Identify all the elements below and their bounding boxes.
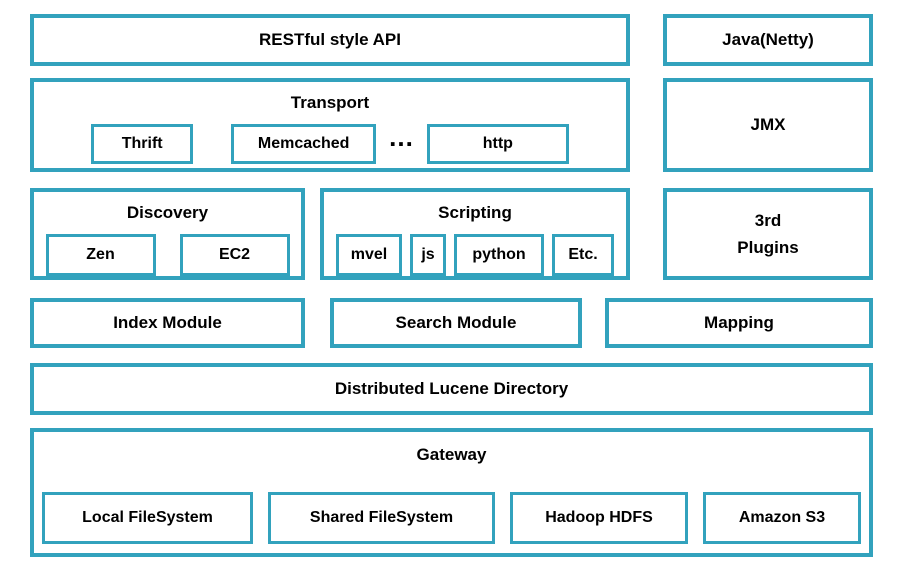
scripting-children: mvel js python Etc. xyxy=(336,234,614,276)
node-etc: Etc. xyxy=(552,234,614,276)
node-thrift: Thrift xyxy=(91,124,194,164)
node-shared-filesystem-label: Shared FileSystem xyxy=(309,509,454,526)
node-http: http xyxy=(426,124,569,164)
node-ec2: EC2 xyxy=(179,234,290,276)
node-mvel: mvel xyxy=(336,234,402,276)
node-transport: Transport Thrift Memcached ... http xyxy=(30,78,630,172)
node-hadoop-hdfs-label: Hadoop HDFS xyxy=(545,509,653,526)
node-memcached-label: Memcached xyxy=(257,135,350,152)
node-mapping: Mapping xyxy=(605,298,873,348)
node-discovery: Discovery Zen EC2 xyxy=(30,188,305,280)
node-shared-filesystem: Shared FileSystem xyxy=(268,492,495,544)
node-gateway-label: Gateway xyxy=(416,445,487,464)
node-restful-api: RESTful style API xyxy=(30,14,630,66)
node-distributed-lucene-directory: Distributed Lucene Directory xyxy=(30,363,873,415)
node-etc-label: Etc. xyxy=(568,246,598,263)
discovery-children: Zen EC2 xyxy=(45,234,290,276)
node-python: python xyxy=(454,234,544,276)
node-http-label: http xyxy=(482,135,513,152)
node-index-module: Index Module xyxy=(30,298,305,348)
node-search-module-label: Search Module xyxy=(395,313,517,332)
node-js: js xyxy=(410,234,446,276)
node-java-netty-label: Java(Netty) xyxy=(722,30,814,49)
node-jmx-label: JMX xyxy=(750,115,786,134)
node-python-label: python xyxy=(472,246,526,263)
node-scripting: Scripting mvel js python Etc. xyxy=(320,188,630,280)
node-transport-label: Transport xyxy=(290,93,370,112)
node-gateway: Gateway Local FileSystem Shared FileSyst… xyxy=(30,428,873,557)
node-restful-api-label: RESTful style API xyxy=(258,30,401,49)
node-local-filesystem-label: Local FileSystem xyxy=(82,509,213,526)
node-search-module: Search Module xyxy=(330,298,582,348)
node-memcached: Memcached xyxy=(231,124,377,164)
node-mvel-label: mvel xyxy=(350,246,388,263)
node-scripting-label: Scripting xyxy=(438,203,512,222)
node-hadoop-hdfs: Hadoop HDFS xyxy=(510,492,688,544)
transport-children: Thrift Memcached ... http xyxy=(91,124,569,164)
node-zen-label: Zen xyxy=(86,246,115,263)
node-amazon-s3: Amazon S3 xyxy=(703,492,861,544)
node-index-module-label: Index Module xyxy=(113,313,222,332)
node-thrift-label: Thrift xyxy=(121,135,163,152)
node-3rd-plugins-label: 3rd Plugins xyxy=(737,210,799,257)
node-ec2-label: EC2 xyxy=(218,246,251,263)
node-discovery-label: Discovery xyxy=(126,203,209,222)
node-distributed-lucene-directory-label: Distributed Lucene Directory xyxy=(334,379,569,398)
node-3rd-plugins: 3rd Plugins xyxy=(663,188,873,280)
transport-ellipsis: ... xyxy=(389,122,414,152)
node-local-filesystem: Local FileSystem xyxy=(42,492,253,544)
node-java-netty: Java(Netty) xyxy=(663,14,873,66)
node-js-label: js xyxy=(421,246,435,263)
node-jmx: JMX xyxy=(663,78,873,172)
node-zen: Zen xyxy=(45,234,156,276)
node-amazon-s3-label: Amazon S3 xyxy=(738,509,826,526)
node-mapping-label: Mapping xyxy=(704,313,774,332)
gateway-children: Local FileSystem Shared FileSystem Hadoo… xyxy=(42,492,861,544)
